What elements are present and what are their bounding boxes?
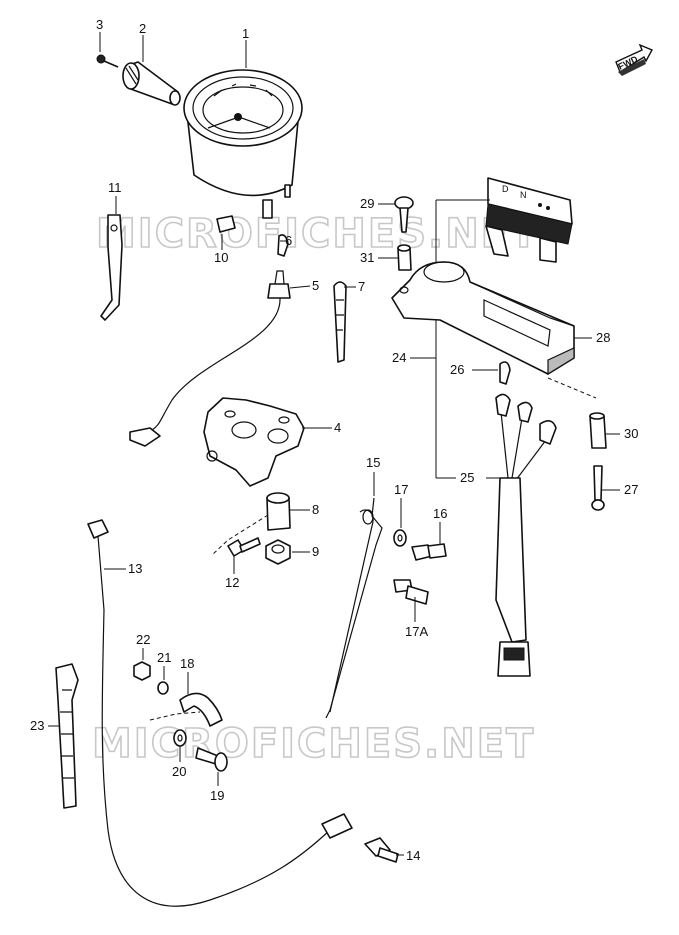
screw-part-29 [394,196,414,233]
callout-18: 18 [180,656,194,671]
callout-10: 10 [214,250,228,265]
wiring-harness-part-25 [495,393,557,677]
cable-tie-part-7 [333,281,347,363]
nut-part-22 [133,661,151,681]
indicator-n-symbol: N [520,190,527,200]
watermark-top: MICROFICHES.NET [96,211,539,257]
indicator-d-symbol: D [502,184,509,194]
bolt-part-17a [393,579,429,605]
callout-6: 6 [285,233,292,248]
small-block-part [216,215,236,233]
callout-12: 12 [225,575,239,590]
strap-part-11 [100,214,123,321]
bulb-part-6 [277,234,289,257]
clamp-guide-line [149,711,201,721]
callout-15: 15 [366,455,380,470]
callout-13: 13 [128,561,142,576]
assembly-guide-line [211,514,269,556]
spacer-part-31 [397,244,412,271]
fwd-arrow-icon: FWD [615,43,653,76]
bolt-part-16 [411,543,447,561]
screw-part-27 [591,465,605,511]
callout-11: 11 [108,180,122,195]
trip-knob-part [122,61,181,106]
bracket-rod-part-15 [325,497,383,719]
clamp-part-18 [179,692,223,727]
callout-14: 14 [406,848,420,863]
callout-7: 7 [358,279,365,294]
callout-27: 27 [624,482,638,497]
damper-part-8 [266,492,291,531]
screw-part-3 [96,54,119,68]
callout-24: 24 [392,350,406,365]
callout-17: 17 [394,482,408,497]
bolt-part-19 [195,747,228,772]
bolt-part-12 [227,537,261,557]
indicator-housing-part-28 [391,261,575,376]
callout-4: 4 [334,420,341,435]
callout-8: 8 [312,502,319,517]
housing-guide-line [547,377,597,399]
leader-lines [48,32,620,856]
callout-29: 29 [360,196,374,211]
callout-5: 5 [312,278,319,293]
callout-20: 20 [172,764,186,779]
callout-3: 3 [96,17,103,32]
callout-1: 1 [242,26,249,41]
speedometer-part [183,69,303,219]
callout-23: 23 [30,718,44,733]
callout-19: 19 [210,788,224,803]
washer-part-17 [393,529,407,547]
nut-part-9 [265,539,291,565]
callout-2: 2 [139,21,146,36]
callout-26: 26 [450,362,464,377]
bolt-part-14 [364,837,399,863]
socket-cable-part-5 [129,270,291,447]
meter-bracket-part-4 [203,397,305,487]
callout-21: 21 [157,650,171,665]
callout-31: 31 [360,250,374,265]
callout-9: 9 [312,544,319,559]
watermark-bottom: MICROFICHES.NET [92,721,535,767]
speedometer-cable-part-13 [87,519,353,907]
callout-16: 16 [433,506,447,521]
callout-30: 30 [624,426,638,441]
callout-17a: 17A [405,624,428,639]
callout-25: 25 [460,470,474,485]
washer-part-20 [173,729,187,747]
spacer-part-30 [589,412,607,449]
indicator-cap-part: D N [485,177,573,263]
bulb-part-26 [499,361,511,385]
washer-part-21 [157,681,169,695]
callout-22: 22 [136,632,150,647]
strap-part-23 [55,663,79,809]
callout-28: 28 [596,330,610,345]
